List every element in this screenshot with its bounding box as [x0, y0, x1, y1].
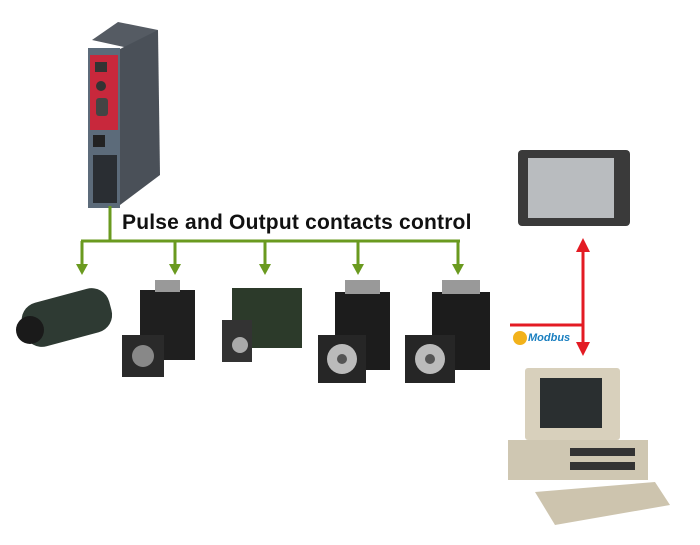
arrow-motor-2	[169, 264, 181, 275]
arrow-motor-3	[259, 264, 271, 275]
arrow-up-hmi	[576, 238, 590, 252]
arrow-down-pc	[576, 342, 590, 356]
arrow-motor-1	[76, 264, 88, 275]
motor-1	[16, 288, 113, 347]
motor-5	[405, 280, 490, 383]
hmi-touch-panel	[518, 150, 630, 226]
motor-2	[122, 280, 195, 377]
motor-4	[318, 280, 390, 383]
modbus-label: Modbus	[528, 332, 571, 344]
arrow-motor-5	[452, 264, 464, 275]
modbus-logo-icon	[513, 331, 527, 345]
control-label: Pulse and Output contacts control	[122, 211, 472, 234]
modbus-lines	[510, 238, 590, 356]
pc-computer	[508, 368, 670, 525]
controller-device	[88, 22, 160, 208]
arrow-motor-4	[352, 264, 364, 275]
motor-3	[222, 288, 302, 362]
control-lines	[76, 206, 464, 275]
